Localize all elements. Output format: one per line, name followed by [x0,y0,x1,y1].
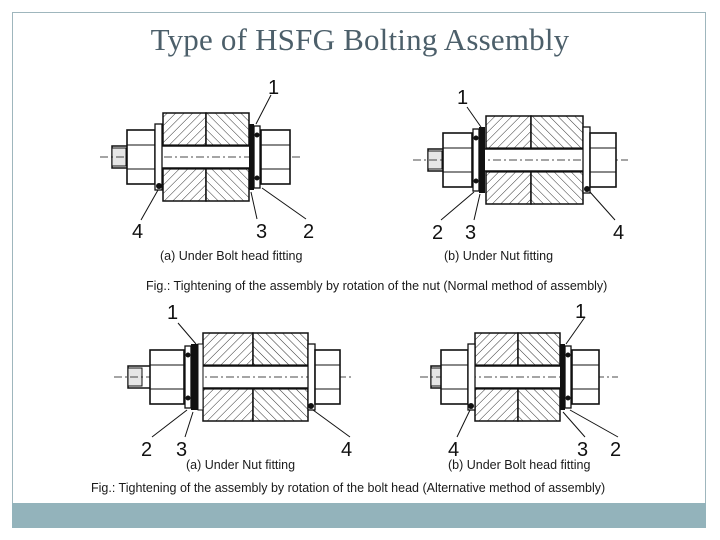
callout-4: 4 [132,221,143,243]
callout-4: 4 [341,439,352,461]
callout-1: 1 [457,87,468,109]
bolt-head [582,126,617,194]
callout-4: 4 [613,222,624,244]
callout-2: 2 [303,221,314,243]
caption-top-left: (a) Under Bolt head fitting [160,249,303,263]
assembly-bottom-right: 1 4 3 2 [420,301,621,461]
callout-leaders [140,94,307,221]
assembly-bottom-left: 1 2 3 4 [114,302,352,461]
bolt-head [571,349,600,405]
slide-frame [12,12,706,528]
figure-caption-top: Fig.: Tightening of the assembly by rota… [146,279,608,293]
footer-bar [12,503,706,528]
callout-3: 3 [577,439,588,461]
load-indicating-washer [184,343,204,411]
bolt-head [260,129,291,185]
nut [442,132,473,188]
callout-1: 1 [268,77,279,99]
load-indicating-washer [560,344,572,410]
load-indicating-washer [472,127,485,193]
callout-3: 3 [256,221,267,243]
callout-leaders [456,316,619,438]
caption-top-right: (b) Under Nut fitting [444,249,554,263]
bolt-head [307,343,341,411]
caption-bottom-left: (a) Under Nut fitting [186,458,296,472]
nut [440,343,476,411]
assembly-top-right: 1 2 3 4 [413,87,628,244]
assembly-top-left: 1 3 2 4 [100,77,314,243]
callout-leaders [440,106,616,221]
callout-2: 2 [610,439,621,461]
load-indicating-washer [249,124,261,190]
figure-caption-bottom: Fig.: Tightening of the assembly by rota… [91,481,606,495]
callout-1: 1 [575,301,586,323]
slide-title: Type of HSFG Bolting Assembly [150,22,570,57]
nut [126,123,163,191]
nut [149,349,185,405]
callout-leaders [151,322,351,438]
caption-bottom-right: (b) Under Bolt head fitting [448,458,591,472]
callout-4: 4 [448,439,459,461]
callout-3: 3 [176,439,187,461]
callout-2: 2 [141,439,152,461]
callout-1: 1 [167,302,178,324]
callout-2: 2 [432,222,443,244]
callout-3: 3 [465,222,476,244]
